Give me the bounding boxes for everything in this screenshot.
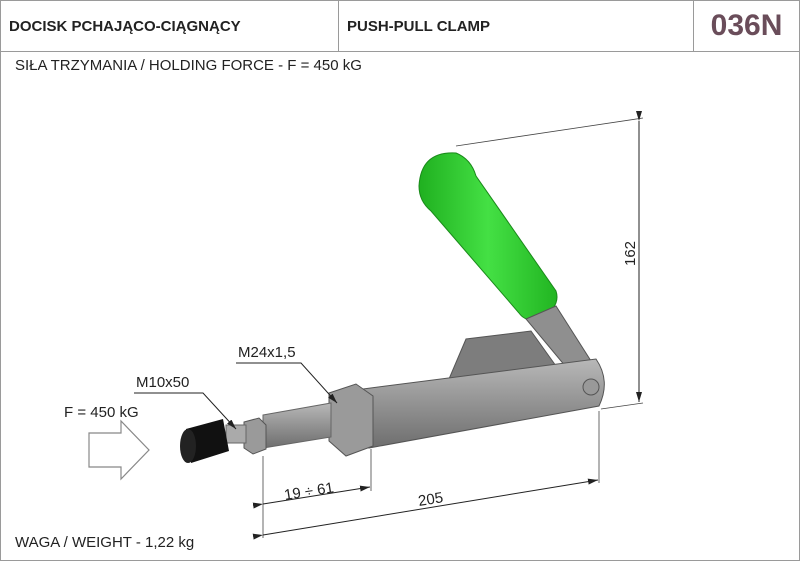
threaded-screw — [225, 424, 247, 444]
holding-force: SIŁA TRZYMANIA / HOLDING FORCE - F = 450… — [15, 57, 362, 74]
pivot-pin — [582, 378, 600, 396]
product-code: 036N — [710, 9, 783, 42]
green-handle — [418, 152, 558, 321]
thread-screw-label: M10x50 — [136, 374, 189, 391]
force-label: F = 450 kG — [64, 404, 139, 421]
title-english: PUSH-PULL CLAMP — [339, 1, 694, 51]
body-nut — [328, 383, 374, 457]
weight: WAGA / WEIGHT - 1,22 kg — [15, 534, 195, 551]
black-knob — [180, 419, 229, 463]
title-polish: DOCISK PCHAJĄCO-CIĄGNĄCY — [1, 1, 339, 51]
stroke-dimension: 19 ÷ 61 — [283, 479, 335, 504]
header: DOCISK PCHAJĄCO-CIĄGNĄCY PUSH-PULL CLAMP… — [1, 1, 799, 52]
plunger-rod — [262, 402, 332, 449]
force-arrow-icon — [88, 419, 150, 481]
screw-nut — [243, 417, 267, 455]
thread-body-label: M24x1,5 — [238, 344, 296, 361]
clamp-body — [362, 358, 605, 449]
height-dimension: 162 — [622, 241, 639, 266]
length-dimension: 205 — [417, 489, 444, 510]
